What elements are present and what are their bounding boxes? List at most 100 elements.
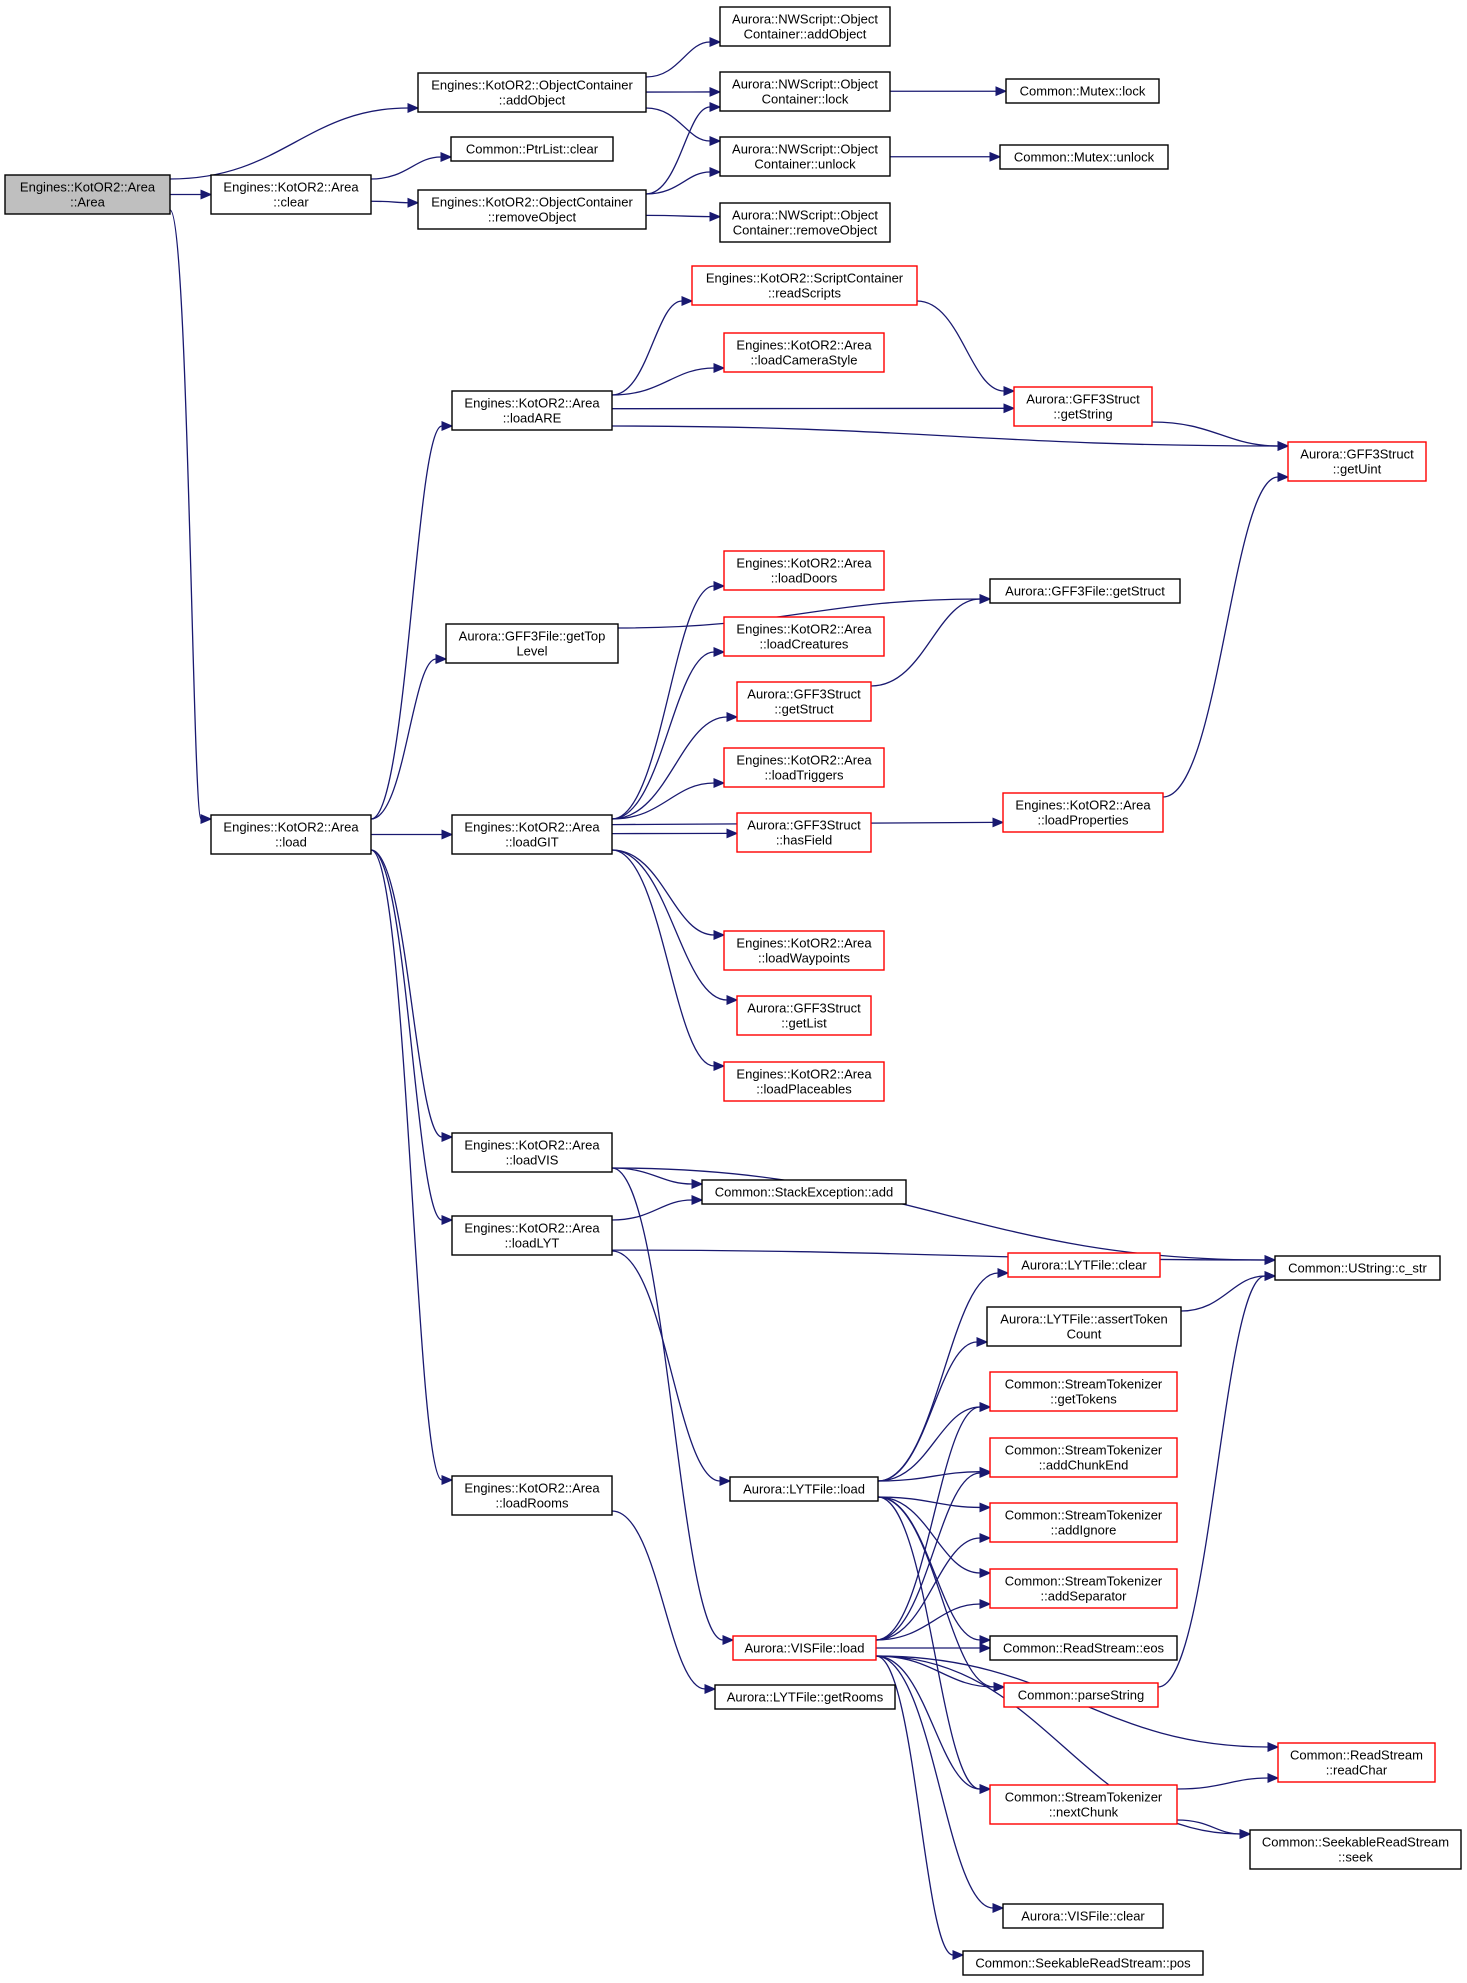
node-loadWaypoints[interactable]: Engines::KotOR2::Area::loadWaypoints: [723, 930, 885, 971]
node-box[interactable]: [736, 995, 872, 1036]
node-box[interactable]: [736, 681, 872, 722]
node-loadVIS[interactable]: Engines::KotOR2::Area::loadVIS: [451, 1132, 613, 1173]
node-box[interactable]: [732, 1635, 877, 1661]
node-loadGIT[interactable]: Engines::KotOR2::Area::loadGIT: [451, 814, 613, 855]
node-box[interactable]: [451, 1475, 613, 1516]
node-stackexc-add[interactable]: Common::StackException::add: [701, 1179, 907, 1205]
node-box[interactable]: [714, 1684, 896, 1710]
node-srs-pos[interactable]: Common::SeekableReadStream::pos: [962, 1950, 1204, 1976]
node-rs-readChar[interactable]: Common::ReadStream::readChar: [1277, 1742, 1436, 1783]
node-box[interactable]: [719, 136, 891, 177]
node-gff-getUint[interactable]: Aurora::GFF3Struct::getUint: [1287, 441, 1427, 482]
node-st-addSeparator[interactable]: Common::StreamTokenizer::addSeparator: [989, 1568, 1178, 1609]
node-ustring-cstr[interactable]: Common::UString::c_str: [1274, 1255, 1441, 1281]
node-st-addIgnore[interactable]: Common::StreamTokenizer::addIgnore: [989, 1502, 1178, 1543]
node-loadARE[interactable]: Engines::KotOR2::Area::loadARE: [451, 390, 613, 431]
node-box[interactable]: [989, 1568, 1178, 1609]
node-box[interactable]: [989, 1502, 1178, 1543]
node-box[interactable]: [989, 1635, 1178, 1661]
node-nw-unlock[interactable]: Aurora::NWScript::ObjectContainer::unloc…: [719, 136, 891, 177]
node-oc-addObject[interactable]: Engines::KotOR2::ObjectContainer::addObj…: [417, 72, 647, 113]
node-box[interactable]: [723, 616, 885, 657]
node-box[interactable]: [417, 189, 647, 230]
node-sc-readScripts[interactable]: Engines::KotOR2::ScriptContainer::readSc…: [691, 265, 918, 306]
node-lyt-load[interactable]: Aurora::LYTFile::load: [729, 1476, 879, 1502]
node-box[interactable]: [719, 6, 891, 47]
node-gfffile-getStruct[interactable]: Aurora::GFF3File::getStruct: [989, 578, 1181, 604]
node-box[interactable]: [1007, 1252, 1161, 1278]
node-box[interactable]: [451, 1132, 613, 1173]
node-box[interactable]: [1002, 1903, 1164, 1929]
node-area-clear[interactable]: Engines::KotOR2::Area::clear: [210, 174, 372, 215]
node-box[interactable]: [989, 1371, 1178, 1412]
node-box[interactable]: [1013, 386, 1153, 427]
node-box[interactable]: [451, 814, 613, 855]
node-box[interactable]: [729, 1476, 879, 1502]
node-box[interactable]: [1002, 792, 1164, 833]
node-mutex-unlock[interactable]: Common::Mutex::unlock: [999, 144, 1169, 170]
node-box[interactable]: [210, 814, 372, 855]
node-st-nextChunk[interactable]: Common::StreamTokenizer::nextChunk: [989, 1784, 1178, 1825]
node-box[interactable]: [723, 1061, 885, 1102]
node-nw-addObject[interactable]: Aurora::NWScript::ObjectContainer::addOb…: [719, 6, 891, 47]
node-gff-getString[interactable]: Aurora::GFF3Struct::getString: [1013, 386, 1153, 427]
node-box[interactable]: [1249, 1829, 1462, 1870]
node-box[interactable]: [417, 72, 647, 113]
node-gff-getStruct[interactable]: Aurora::GFF3Struct::getStruct: [736, 681, 872, 722]
node-lyt-getRooms[interactable]: Aurora::LYTFile::getRooms: [714, 1684, 896, 1710]
node-loadCreatures[interactable]: Engines::KotOR2::Area::loadCreatures: [723, 616, 885, 657]
node-box[interactable]: [1003, 1682, 1159, 1708]
node-box[interactable]: [1287, 441, 1427, 482]
node-oc-removeObject[interactable]: Engines::KotOR2::ObjectContainer::remove…: [417, 189, 647, 230]
node-vis-clear[interactable]: Aurora::VISFile::clear: [1002, 1903, 1164, 1929]
node-box[interactable]: [691, 265, 918, 306]
node-box[interactable]: [210, 174, 372, 215]
node-box[interactable]: [1277, 1742, 1436, 1783]
node-box[interactable]: [451, 1215, 613, 1256]
node-box[interactable]: [719, 202, 891, 243]
node-box[interactable]: [989, 1437, 1178, 1478]
node-ptrlist-clear[interactable]: Common::PtrList::clear: [450, 136, 614, 162]
node-loadTriggers[interactable]: Engines::KotOR2::Area::loadTriggers: [723, 747, 885, 788]
node-box[interactable]: [1274, 1255, 1441, 1281]
node-area-load[interactable]: Engines::KotOR2::Area::load: [210, 814, 372, 855]
node-box[interactable]: [450, 136, 614, 162]
node-parseString[interactable]: Common::parseString: [1003, 1682, 1159, 1708]
node-loadLYT[interactable]: Engines::KotOR2::Area::loadLYT: [451, 1215, 613, 1256]
node-st-addChunkEnd[interactable]: Common::StreamTokenizer::addChunkEnd: [989, 1437, 1178, 1478]
node-box[interactable]: [4, 174, 171, 215]
node-box[interactable]: [723, 930, 885, 971]
node-box[interactable]: [962, 1950, 1204, 1976]
node-box[interactable]: [1005, 78, 1160, 104]
node-loadCameraStyle[interactable]: Engines::KotOR2::Area::loadCameraStyle: [723, 332, 885, 373]
node-box[interactable]: [445, 623, 619, 664]
node-gff-hasField[interactable]: Aurora::GFF3Struct::hasField: [736, 812, 872, 853]
node-box[interactable]: [986, 1306, 1182, 1347]
node-srs-seek[interactable]: Common::SeekableReadStream::seek: [1249, 1829, 1462, 1870]
node-box[interactable]: [999, 144, 1169, 170]
node-area-ctor[interactable]: Engines::KotOR2::Area::Area: [4, 174, 171, 215]
node-loadRooms[interactable]: Engines::KotOR2::Area::loadRooms: [451, 1475, 613, 1516]
node-loadDoors[interactable]: Engines::KotOR2::Area::loadDoors: [723, 550, 885, 591]
node-st-getTokens[interactable]: Common::StreamTokenizer::getTokens: [989, 1371, 1178, 1412]
node-box[interactable]: [736, 812, 872, 853]
node-loadPlaceables[interactable]: Engines::KotOR2::Area::loadPlaceables: [723, 1061, 885, 1102]
node-loadProperties[interactable]: Engines::KotOR2::Area::loadProperties: [1002, 792, 1164, 833]
node-box[interactable]: [723, 332, 885, 373]
node-lyt-clear[interactable]: Aurora::LYTFile::clear: [1007, 1252, 1161, 1278]
node-box[interactable]: [723, 747, 885, 788]
node-nw-removeObject[interactable]: Aurora::NWScript::ObjectContainer::remov…: [719, 202, 891, 243]
node-box[interactable]: [723, 550, 885, 591]
node-rs-eos[interactable]: Common::ReadStream::eos: [989, 1635, 1178, 1661]
node-box[interactable]: [701, 1179, 907, 1205]
node-box[interactable]: [989, 1784, 1178, 1825]
node-box[interactable]: [989, 578, 1181, 604]
node-vis-load[interactable]: Aurora::VISFile::load: [732, 1635, 877, 1661]
node-gff-getList[interactable]: Aurora::GFF3Struct::getList: [736, 995, 872, 1036]
node-box[interactable]: [451, 390, 613, 431]
node-nw-lock[interactable]: Aurora::NWScript::ObjectContainer::lock: [719, 71, 891, 112]
node-mutex-lock[interactable]: Common::Mutex::lock: [1005, 78, 1160, 104]
node-box[interactable]: [719, 71, 891, 112]
